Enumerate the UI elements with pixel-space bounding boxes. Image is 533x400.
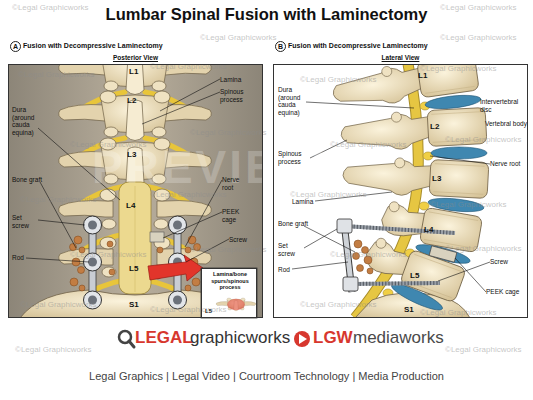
- watermark: ©Legal Graphicworks: [440, 3, 517, 12]
- watermark: ©Legal Graphicworks: [200, 33, 277, 42]
- watermark: ©Legal Graphicworks: [445, 345, 522, 354]
- vertebra-label: L5: [410, 271, 419, 280]
- watermark: ©Legal Graphicworks: [300, 300, 377, 309]
- part-label: PEEK cage: [222, 208, 252, 223]
- part-label: Rod: [278, 266, 290, 274]
- vertebra-label: L3: [432, 174, 441, 183]
- watermark: ©Legal Graphicworks: [290, 190, 367, 199]
- part-label: Bone graft: [278, 220, 308, 228]
- part-label: Dura (around cauda equina): [278, 86, 310, 116]
- inset-caption: Lamina/bone spurs/spinous process: [203, 271, 257, 291]
- vertebra-label: S1: [404, 305, 414, 314]
- view-caption: Posterior View: [8, 54, 263, 61]
- part-label: Screw: [229, 236, 247, 244]
- watermark: ©Legal Graphicworks: [20, 195, 97, 204]
- diagram-title: Lumbar Spinal Fusion with Laminectomy: [0, 5, 533, 24]
- panel-heading: Fusion with Decompressive Laminectomy: [23, 42, 163, 49]
- vertebra-label: L2: [430, 122, 439, 131]
- vertebra-label: L5: [129, 264, 138, 273]
- vertebra-label: L4: [126, 201, 135, 210]
- panel-heading: Fusion with Decompressive Laminectomy: [288, 42, 428, 49]
- watermark: ©Legal Graphicworks: [12, 3, 89, 12]
- part-label: Bone graft: [12, 176, 42, 184]
- vertebra-label: L2: [127, 96, 136, 105]
- vertebra-label: L3: [127, 150, 136, 159]
- watermark: ©Legal Graphicworks: [18, 70, 95, 79]
- part-label: Nerve root: [222, 176, 252, 191]
- watermark: ©Legal Graphicworks: [445, 244, 522, 253]
- part-label: PEEK cage: [486, 288, 520, 296]
- logo-text: LGW: [313, 328, 353, 348]
- part-label: Lamina: [292, 198, 313, 206]
- part-label: Screw: [490, 258, 508, 266]
- watermark: ©Legal Graphicworks: [70, 250, 147, 259]
- part-label: Spinous process: [278, 150, 314, 165]
- part-label: Vertebral body: [485, 120, 527, 128]
- view-caption: Lateral View: [273, 54, 528, 61]
- watermark: ©Legal Graphicworks: [150, 305, 227, 314]
- part-label: Rod: [12, 254, 24, 262]
- vertebra-label: L4: [424, 225, 433, 234]
- watermark: ©Legal Graphicworks: [420, 64, 497, 73]
- part-label: Nerve root: [490, 160, 524, 168]
- watermark: ©Legal Graphicworks: [300, 75, 377, 84]
- part-label: Intervertebral disc: [480, 98, 527, 113]
- watermark: ©Legal Graphicworks: [430, 200, 507, 209]
- watermark: ©Legal Graphicworks: [150, 190, 227, 199]
- tagline: Legal Graphics | Legal Video | Courtroom…: [0, 370, 533, 382]
- vertebra-label: L5: [205, 308, 212, 314]
- watermark: ©Legal Graphicworks: [330, 140, 407, 149]
- part-label: Set screw: [278, 242, 306, 257]
- watermark: ©Legal Graphicworks: [190, 128, 267, 137]
- view-panel: BFusion with Decompressive LaminectomyLa…: [273, 38, 528, 318]
- watermark: ©Legal Graphicworks: [15, 345, 92, 354]
- inset-box: Lamina/bone spurs/spinous processL5: [201, 268, 257, 318]
- watermark: ©Legal Graphicworks: [190, 245, 267, 254]
- watermark: ©Legal Graphicworks: [330, 250, 407, 259]
- part-label: Spinous process: [220, 88, 260, 103]
- panel-letter: A: [10, 41, 21, 52]
- watermark: ©Legal Graphicworks: [440, 33, 517, 42]
- vertebra-label: S1: [129, 300, 139, 309]
- logo-text: mediaworks: [353, 328, 444, 348]
- watermark: ©Legal Graphicworks: [420, 308, 497, 317]
- vertebra-label: L1: [418, 71, 427, 80]
- logo-text: graphicworks: [190, 328, 290, 348]
- watermark: ©Legal Graphicworks: [445, 135, 522, 144]
- part-label: Set screw: [12, 214, 40, 229]
- part-label: Lamina: [220, 76, 241, 84]
- watermark: ©Legal Graphicworks: [70, 140, 147, 149]
- vertebra-label: L1: [129, 67, 138, 76]
- logo-text: LEGAL: [135, 328, 193, 348]
- part-label: Dura (around cauda equina): [12, 106, 44, 136]
- panel-letter: B: [275, 41, 286, 52]
- watermark: ©Legal Graphicworks: [20, 300, 97, 309]
